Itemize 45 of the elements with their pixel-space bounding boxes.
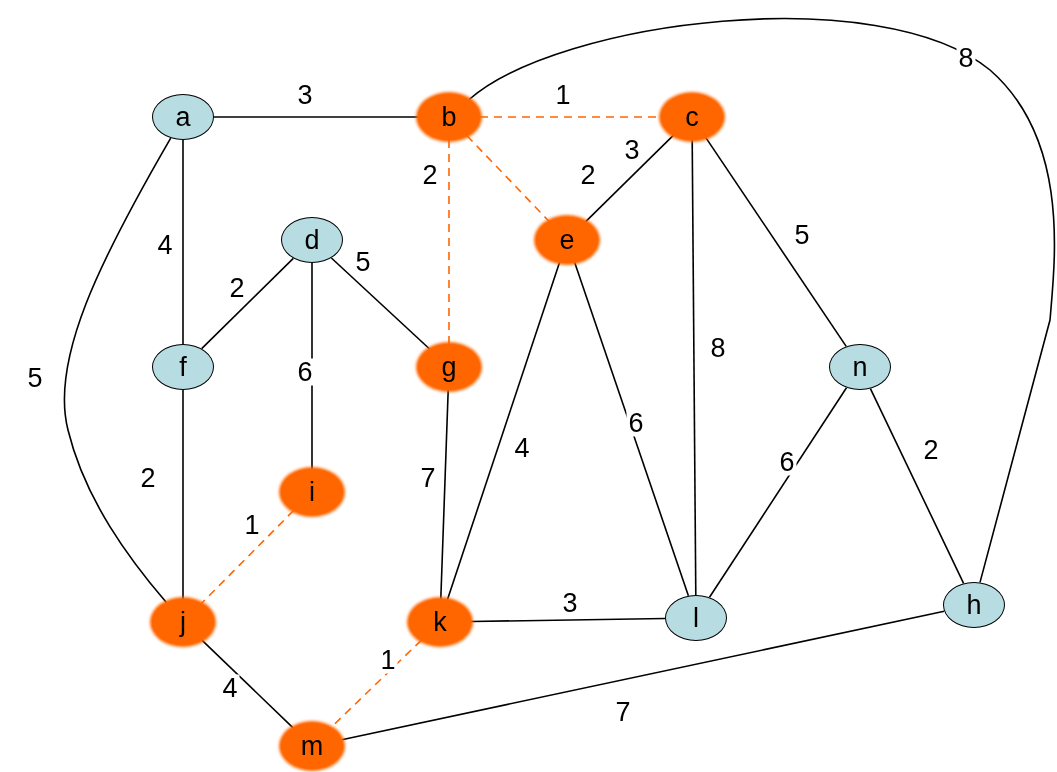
- node-label: a: [175, 103, 191, 131]
- graph-edge: [330, 257, 431, 350]
- node-label: c: [685, 103, 699, 131]
- graph-node: [281, 723, 343, 769]
- graph-edge: [448, 139, 450, 345]
- graph-edge: [213, 116, 419, 118]
- node-label: j: [180, 608, 186, 636]
- graph-edge: [573, 261, 690, 597]
- graph-node: [661, 94, 723, 140]
- graph-edge: [869, 387, 965, 585]
- graph-edge: [584, 134, 675, 223]
- graph-node: [409, 599, 471, 645]
- node-label: l: [693, 604, 699, 632]
- graph-edge: [470, 617, 666, 623]
- node-label: d: [304, 226, 320, 254]
- graph-node: [418, 344, 480, 390]
- graph-edge: [705, 136, 847, 348]
- node-label: k: [433, 608, 447, 636]
- node-label: e: [559, 226, 575, 254]
- node-label: n: [852, 353, 868, 381]
- graph-edge: [200, 509, 295, 605]
- node-label: b: [441, 103, 457, 131]
- graph-edge: [63, 137, 172, 604]
- graph-edge: [468, 17, 1056, 584]
- graph-node: [536, 217, 598, 263]
- graph-edge: [440, 389, 449, 600]
- node-label: f: [179, 353, 187, 381]
- node-label: h: [966, 591, 982, 619]
- edge-weight-label: 6: [626, 409, 646, 437]
- graph-edge: [466, 134, 550, 223]
- graph-edge: [182, 389, 184, 600]
- graph-node: [281, 469, 343, 515]
- graph-edge: [708, 386, 848, 599]
- node-label: m: [300, 732, 324, 760]
- node-label: g: [441, 353, 457, 381]
- graph-node: [418, 94, 480, 140]
- graph-edge: [201, 639, 294, 729]
- edge-weight-label: 6: [295, 358, 315, 386]
- graph-edge: [691, 139, 697, 596]
- graph-edge: [200, 257, 295, 350]
- graph-edge: [182, 139, 184, 345]
- node-label: i: [309, 478, 315, 506]
- graph-edge: [341, 610, 945, 741]
- graph-edge: [446, 261, 561, 601]
- graph-node: [152, 599, 214, 645]
